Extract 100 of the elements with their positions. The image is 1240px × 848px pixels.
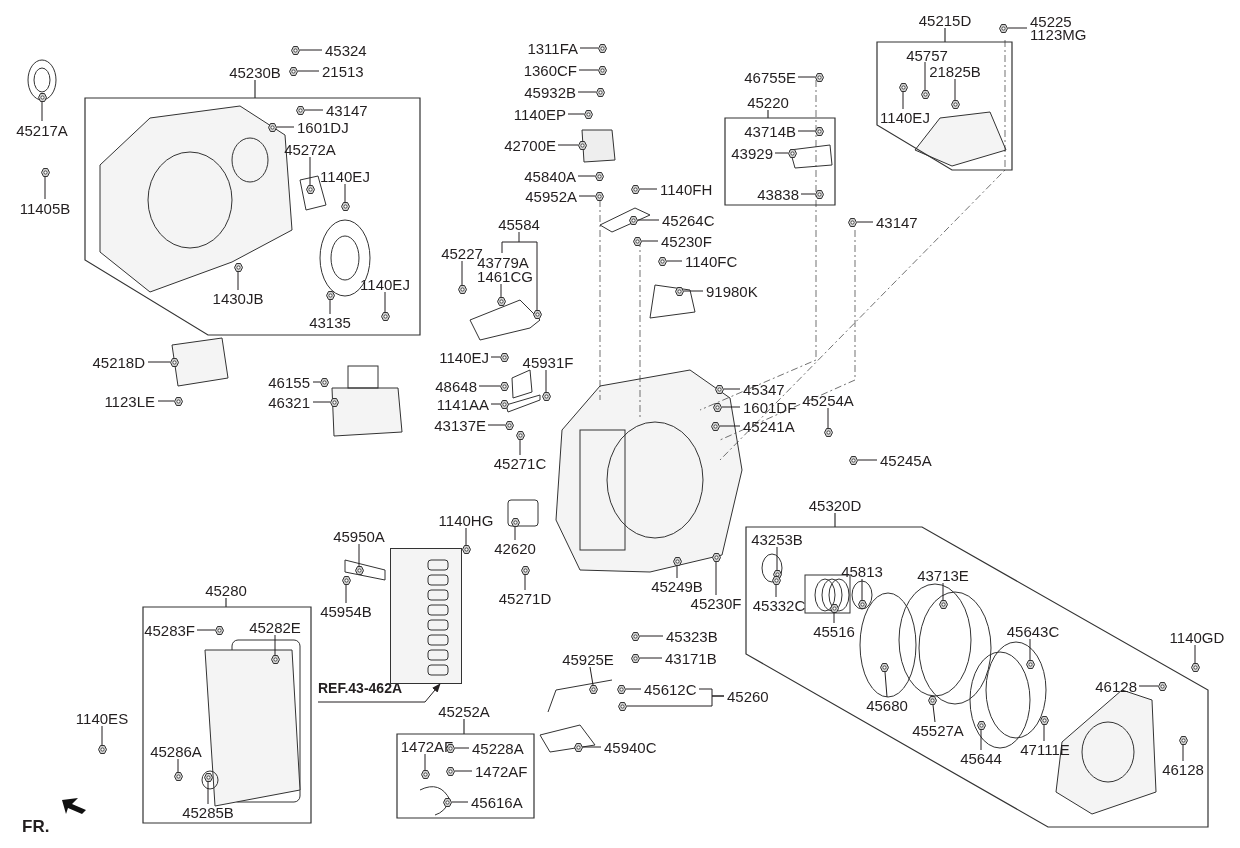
nut-icon	[849, 455, 858, 465]
leader-line	[207, 781, 209, 805]
leader-line	[698, 688, 725, 697]
part-number: 43714B	[744, 123, 796, 139]
leader-line	[384, 291, 386, 313]
part-number: 45271C	[493, 455, 547, 471]
leader-line	[345, 584, 347, 604]
part-number: 45950A	[333, 528, 385, 544]
leader-line	[465, 527, 467, 546]
nut-icon	[340, 202, 350, 211]
nut-icon	[629, 215, 638, 225]
part-number: 45616A	[471, 794, 523, 810]
leader-line	[101, 725, 103, 746]
nut-icon	[598, 43, 607, 53]
leader-line	[519, 439, 521, 456]
leader-line	[157, 400, 175, 402]
part-number: 1472AF	[475, 763, 528, 779]
part-number: 45228A	[472, 740, 524, 756]
nut-icon	[1190, 663, 1200, 672]
leader-line	[856, 221, 874, 223]
leader-line	[578, 69, 599, 71]
arrow	[317, 683, 441, 703]
leader-line	[577, 91, 597, 93]
nut-icon	[618, 701, 627, 711]
nut-icon	[711, 553, 721, 562]
leader-line	[304, 109, 324, 111]
nut-icon	[631, 184, 640, 194]
part-number: 45245A	[880, 452, 932, 468]
part-number: 46321	[268, 394, 310, 410]
leader-line	[276, 126, 295, 128]
nut-icon	[341, 576, 351, 585]
leader-line	[344, 183, 346, 203]
part-number: 45516	[813, 623, 855, 639]
leader-line	[797, 130, 816, 132]
part-number: 1140EJ	[360, 276, 410, 292]
part-number: 43713E	[917, 567, 969, 583]
part-number: 1140EJ	[880, 109, 930, 125]
nut-icon	[898, 83, 908, 92]
part-number: 43147	[326, 102, 368, 118]
part-number: 45813	[841, 563, 883, 579]
part-number: 1140HG	[438, 512, 494, 528]
part-number: 46755E	[744, 69, 796, 85]
nut-icon	[541, 392, 551, 401]
leader-line	[329, 299, 331, 315]
leader-line	[776, 546, 778, 571]
leader-line	[1043, 724, 1045, 742]
leader-line	[424, 753, 426, 771]
nut-icon	[330, 397, 339, 407]
nut-icon	[170, 357, 179, 367]
leader-line	[774, 152, 789, 154]
nut-icon	[1178, 736, 1188, 745]
nut-icon	[505, 420, 514, 430]
part-number: 43135	[309, 314, 351, 330]
part-number: 45940C	[604, 739, 657, 755]
leader-line	[177, 758, 179, 773]
leader-line	[501, 231, 538, 311]
leader-line	[524, 574, 526, 591]
leader-line	[800, 193, 816, 195]
leader-line	[451, 801, 469, 803]
part-number: 45527A	[912, 722, 964, 738]
part-number: 43838	[757, 186, 799, 202]
part-number: 45932B	[524, 84, 576, 100]
part-number: 45230B	[229, 64, 281, 80]
leader-line	[676, 565, 678, 579]
leader-line	[1182, 744, 1184, 762]
part-number: 45215D	[918, 12, 972, 28]
nut-icon	[173, 772, 183, 781]
leader-line	[625, 688, 642, 690]
nut-icon	[857, 600, 867, 609]
nut-icon	[633, 236, 642, 246]
leader-line	[884, 671, 888, 698]
part-number: 45643C	[1006, 623, 1060, 639]
nut-icon	[823, 428, 833, 437]
leader-line	[545, 369, 547, 393]
leader-line	[312, 381, 321, 383]
leader-line	[1194, 644, 1196, 664]
part-number: 43147	[876, 214, 918, 230]
part-number: 21825B	[929, 63, 981, 79]
nut-icon	[1039, 716, 1049, 725]
leader-line	[942, 582, 944, 601]
leader-line	[721, 406, 741, 408]
leader-line	[147, 361, 171, 363]
part-number: 45644	[960, 750, 1002, 766]
leader-line	[44, 176, 46, 200]
leader-line	[666, 260, 683, 262]
nut-icon	[672, 557, 682, 566]
part-number: 1140ES	[75, 710, 129, 726]
part-number: 45324	[325, 42, 367, 58]
nut-icon	[713, 402, 722, 412]
part-number: 45272A	[284, 141, 336, 157]
nut-icon	[631, 653, 640, 663]
part-number: 45282E	[249, 619, 301, 635]
nut-icon	[380, 312, 390, 321]
nut-icon	[305, 185, 315, 194]
part-number: 45241A	[743, 418, 795, 434]
nut-icon	[500, 352, 509, 362]
nut-icon	[595, 171, 604, 181]
leader-line	[857, 459, 878, 461]
nut-icon	[296, 105, 305, 115]
nut-icon	[950, 100, 960, 109]
